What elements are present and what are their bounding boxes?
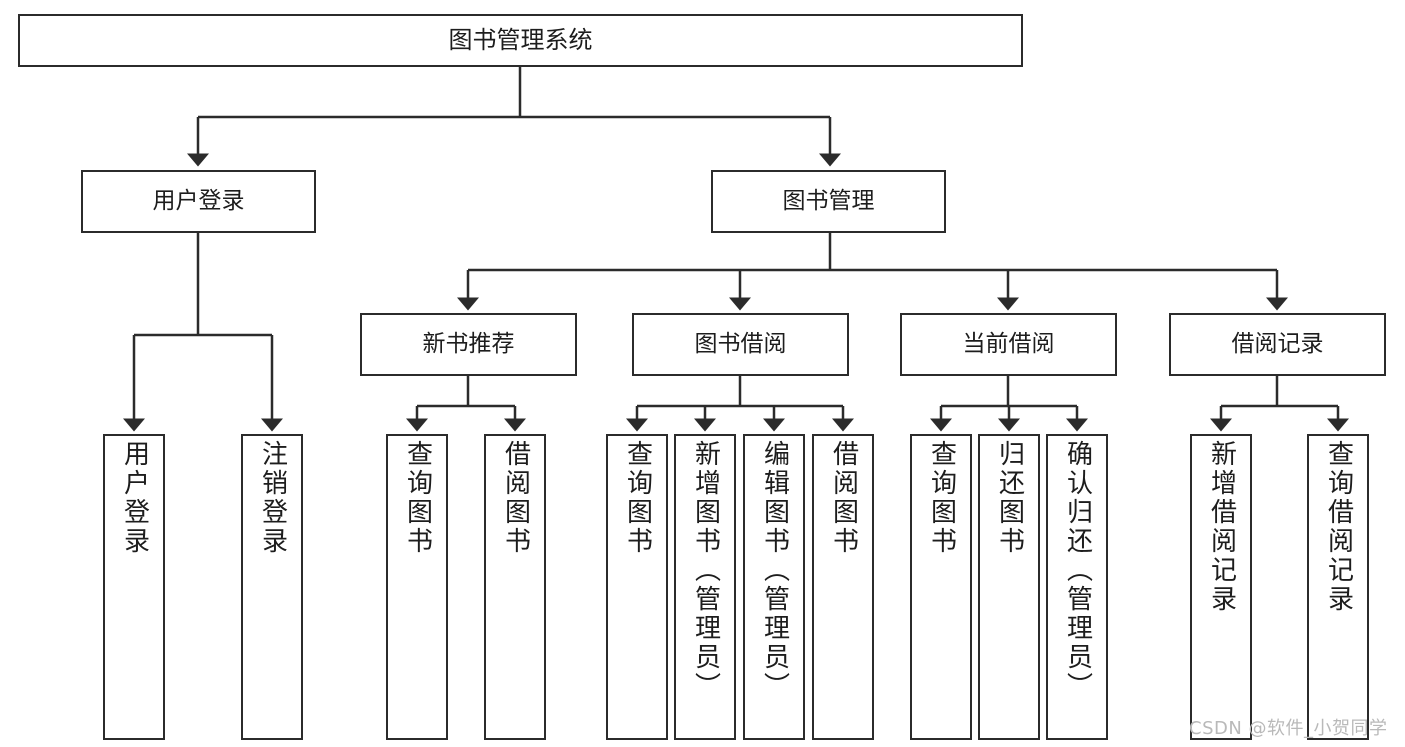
node-user-login[interactable]: 用户登录 bbox=[81, 170, 316, 233]
leaf-user-login-logout[interactable]: 注销登录 bbox=[241, 434, 303, 740]
node-root-book-management-system[interactable]: 图书管理系统 bbox=[18, 14, 1023, 67]
node-label: 查询借阅记录 bbox=[1323, 440, 1354, 614]
node-new-book-recommend[interactable]: 新书推荐 bbox=[360, 313, 577, 376]
node-label: 借阅记录 bbox=[1231, 330, 1324, 357]
leaf-user-login-login[interactable]: 用户登录 bbox=[103, 434, 165, 740]
leaf-borrow-borrow-book[interactable]: 借阅图书 bbox=[812, 434, 874, 740]
leaf-borrow-edit-book-admin[interactable]: 编辑图书（管理员） bbox=[743, 434, 805, 740]
csdn-watermark: CSDN @软件_小贺同学 bbox=[1189, 718, 1388, 739]
node-label: 用户登录 bbox=[152, 187, 245, 214]
node-label: 查询图书 bbox=[402, 440, 433, 556]
leaf-current-return-book[interactable]: 归还图书 bbox=[978, 434, 1040, 740]
node-current-borrow[interactable]: 当前借阅 bbox=[900, 313, 1117, 376]
node-label: 查询图书 bbox=[622, 440, 653, 556]
node-label: 借阅图书 bbox=[828, 440, 859, 556]
node-book-borrow[interactable]: 图书借阅 bbox=[632, 313, 849, 376]
node-label: 用户登录 bbox=[119, 440, 150, 556]
node-label: 归还图书 bbox=[994, 440, 1025, 556]
node-label: 编辑图书（管理员） bbox=[759, 440, 790, 701]
leaf-borrow-add-book-admin[interactable]: 新增图书（管理员） bbox=[674, 434, 736, 740]
leaf-current-query-book[interactable]: 查询图书 bbox=[910, 434, 972, 740]
node-label: 当前借阅 bbox=[962, 330, 1055, 357]
node-label: 借阅图书 bbox=[500, 440, 531, 556]
leaf-record-query-record[interactable]: 查询借阅记录 bbox=[1307, 434, 1369, 740]
node-book-management[interactable]: 图书管理 bbox=[711, 170, 946, 233]
node-label: 新书推荐 bbox=[422, 330, 515, 357]
node-label: 图书管理 bbox=[782, 187, 875, 214]
node-borrow-record[interactable]: 借阅记录 bbox=[1169, 313, 1386, 376]
leaf-borrow-query-book[interactable]: 查询图书 bbox=[606, 434, 668, 740]
node-label: 图书借阅 bbox=[694, 330, 787, 357]
node-label: 查询图书 bbox=[926, 440, 957, 556]
node-label: 图书管理系统 bbox=[448, 26, 593, 55]
node-label: 确认归还（管理员） bbox=[1062, 440, 1093, 701]
leaf-new-book-query-book[interactable]: 查询图书 bbox=[386, 434, 448, 740]
leaf-new-book-borrow-book[interactable]: 借阅图书 bbox=[484, 434, 546, 740]
node-label: 新增图书（管理员） bbox=[690, 440, 721, 701]
leaf-current-confirm-return-admin[interactable]: 确认归还（管理员） bbox=[1046, 434, 1108, 740]
node-label: 新增借阅记录 bbox=[1206, 440, 1237, 614]
leaf-record-add-record[interactable]: 新增借阅记录 bbox=[1190, 434, 1252, 740]
node-label: 注销登录 bbox=[257, 440, 288, 556]
